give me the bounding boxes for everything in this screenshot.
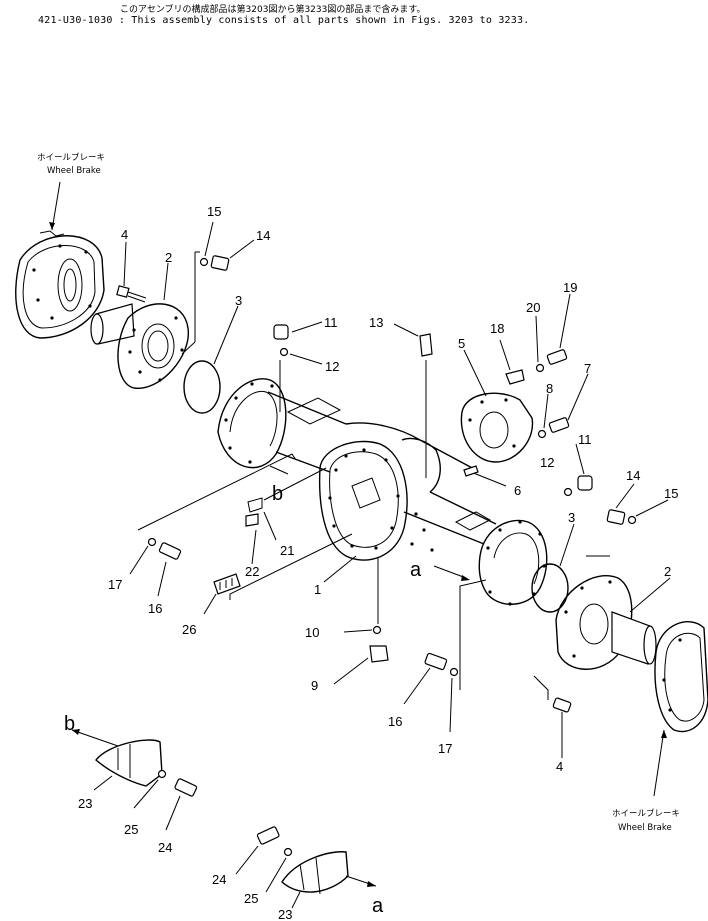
callout-26: 26 — [182, 622, 196, 637]
reference-mark-a-upper: a — [410, 559, 422, 581]
seal-10 — [372, 625, 382, 635]
reference-mark-b-lower: b — [64, 713, 75, 735]
callout-11-upper: 11 — [324, 315, 338, 330]
callout-13: 13 — [369, 315, 383, 330]
bracket-5-part — [460, 392, 534, 463]
guard-23-left — [95, 739, 163, 787]
callout-12-right: 12 — [540, 455, 554, 470]
plug-14-right — [606, 509, 626, 525]
callout-20: 20 — [526, 300, 540, 315]
callout-8: 8 — [546, 381, 553, 396]
callout-24-bottom: 24 — [212, 872, 226, 887]
callout-15-right: 15 — [664, 486, 678, 501]
seal-12-upper — [279, 347, 289, 357]
callout-24-left: 24 — [158, 840, 172, 855]
callout-3-left: 3 — [235, 293, 242, 308]
japanese-assembly-note: このアセンブリの構成部品は第3203図から第3233図の部品まで含みます。 — [120, 5, 426, 15]
plug-11-right — [577, 475, 593, 491]
plate-18 — [505, 369, 525, 385]
wheel-brake-right-caption-jp: ホイールブレーキ — [612, 808, 680, 819]
callout-22: 22 — [245, 564, 259, 579]
bolt-7 — [548, 417, 570, 433]
callout-4-right: 4 — [556, 759, 563, 774]
o-ring-3-left — [183, 360, 221, 414]
right-spindle-part — [555, 575, 657, 670]
plug-14-upper — [210, 255, 230, 271]
plug-11-upper — [273, 324, 289, 340]
callout-17-left: 17 — [108, 577, 122, 592]
callout-14-right: 14 — [626, 468, 640, 483]
callout-21: 21 — [280, 543, 294, 558]
washer-25-left — [157, 769, 167, 779]
left-spindle-part — [90, 303, 189, 389]
breather-13 — [419, 333, 433, 357]
callout-5: 5 — [458, 336, 465, 351]
washer-8 — [537, 429, 547, 439]
right-wheel-brake-drawing — [654, 621, 708, 733]
callout-23-left: 23 — [78, 796, 92, 811]
callout-9: 9 — [311, 678, 318, 693]
callout-12-upper: 12 — [325, 359, 339, 374]
wheel-brake-right-caption-en: Wheel Brake — [618, 823, 672, 833]
seal-15-right — [627, 515, 637, 525]
axle-housing-part — [217, 378, 548, 606]
reference-mark-b-upper: b — [272, 483, 283, 505]
callout-19: 19 — [563, 280, 577, 295]
clip-26 — [213, 573, 241, 595]
pin-6 — [463, 465, 479, 477]
callout-4-left: 4 — [121, 227, 128, 242]
washer-17-left — [147, 537, 157, 547]
key-21 — [247, 497, 263, 513]
wheel-brake-left-caption-en: Wheel Brake — [47, 166, 101, 176]
bolt-16-left — [158, 542, 182, 560]
callout-25-left: 25 — [124, 822, 138, 837]
left-wheel-brake-drawing — [15, 230, 105, 339]
callout-16-lower: 16 — [388, 714, 402, 729]
plug-9 — [369, 645, 389, 663]
callout-23-bottom: 23 — [278, 907, 292, 921]
bolt-4-left — [116, 285, 147, 303]
seal-12-right — [563, 487, 573, 497]
callout-3-right: 3 — [568, 510, 575, 525]
bolt-24-left — [174, 778, 198, 797]
callout-16-left: 16 — [148, 601, 162, 616]
reference-mark-a-lower: a — [372, 895, 384, 917]
callout-2-left: 2 — [165, 250, 172, 265]
assembly-note: 421-U30-1030 : This assembly consists of… — [38, 15, 530, 26]
washer-25-bottom — [283, 847, 293, 857]
callout-10: 10 — [305, 625, 319, 640]
callout-25-bottom: 25 — [244, 891, 258, 906]
callout-2-right: 2 — [664, 564, 671, 579]
washer-17-lower — [449, 667, 459, 677]
callout-14-upper: 14 — [256, 228, 270, 243]
callout-labels: 4 2 15 14 3 11 12 13 18 20 19 5 8 7 11 1… — [64, 204, 678, 921]
washer-20 — [535, 363, 545, 373]
bolt-24-bottom — [256, 826, 280, 845]
callout-18: 18 — [490, 321, 504, 336]
callout-17-lower: 17 — [438, 741, 452, 756]
callout-7: 7 — [584, 361, 591, 376]
callout-15-upper: 15 — [207, 204, 221, 219]
bolt-19 — [546, 349, 568, 365]
callout-11-right: 11 — [578, 432, 592, 447]
pin-22 — [245, 513, 259, 527]
bolt-16-lower — [424, 652, 448, 671]
callout-1: 1 — [314, 582, 321, 597]
wheel-brake-left-caption-jp: ホイールブレーキ — [37, 152, 105, 163]
guard-23-bottom — [281, 851, 349, 895]
bolt-4-right — [552, 697, 572, 713]
o-ring-3-right — [531, 563, 569, 613]
callout-6: 6 — [514, 483, 521, 498]
